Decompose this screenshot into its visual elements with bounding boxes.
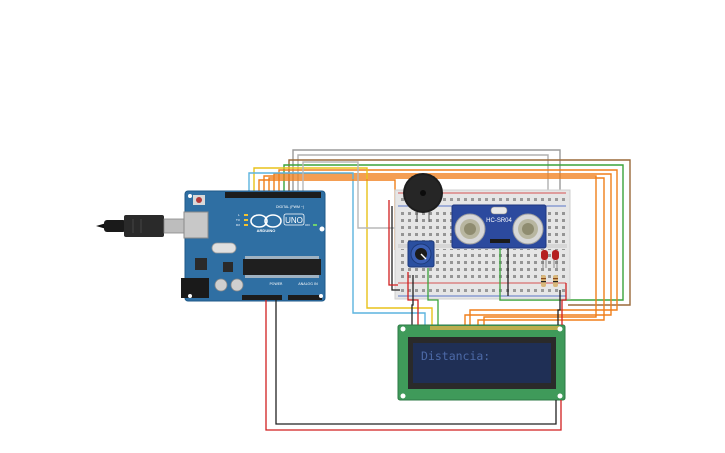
atmega-chip — [243, 259, 321, 275]
potentiometer[interactable] — [407, 240, 435, 268]
lcd-pin-header[interactable] — [430, 326, 560, 330]
usb-port — [183, 211, 209, 239]
led-red-1[interactable] — [541, 250, 548, 268]
wire-red-lcd-power[interactable] — [265, 300, 562, 431]
lcd-16x2[interactable]: Distancia: — [397, 324, 566, 401]
wire-black-bb-2[interactable] — [391, 206, 400, 291]
tx-led-label: TX — [235, 218, 240, 222]
analog-in-label: ANALOG IN — [298, 282, 318, 286]
lcd-text-line-1: Distancia: — [421, 349, 490, 363]
wire-black-bb-gnd[interactable] — [557, 290, 561, 325]
digital-pwm-label: DIGITAL (PWM ~) — [276, 205, 304, 209]
wire-brown-1[interactable] — [288, 159, 631, 306]
power-label: POWER — [270, 282, 284, 286]
wire-red-bb-2[interactable] — [388, 200, 398, 286]
wire-black-bb[interactable] — [411, 275, 414, 325]
l-led-label: L — [238, 213, 240, 217]
wire-gray-3[interactable] — [302, 161, 400, 229]
usb-cable — [96, 215, 185, 237]
wire-red-bb-power[interactable] — [561, 283, 567, 325]
lcd-screen — [413, 343, 551, 383]
arduino-model-label: UNO — [285, 216, 303, 225]
wire-bundle-top[interactable] — [248, 149, 631, 325]
wire-blue-1[interactable] — [248, 172, 426, 325]
rx-led-label: RX — [236, 223, 240, 227]
digital-header[interactable] — [225, 192, 321, 198]
arduino-uno-board[interactable]: ARDUINO UNO DIGITAL (PWM ~) L TX RX ON P… — [181, 190, 326, 302]
breadboard-wires[interactable] — [388, 200, 509, 325]
power-header[interactable] — [242, 295, 282, 300]
wire-green-bb[interactable] — [427, 268, 439, 325]
sensor-label: HC-SR04 — [486, 218, 512, 224]
resistor-2[interactable] — [553, 275, 558, 287]
led-red-2[interactable] — [552, 250, 559, 268]
piezo-buzzer[interactable] — [403, 173, 443, 222]
ultrasonic-sensor[interactable]: HC-SR04 — [451, 204, 547, 249]
arduino-logo: ARDUINO — [250, 214, 282, 233]
wire-orange-3[interactable] — [268, 177, 605, 325]
wire-black-lcd-gnd[interactable] — [275, 300, 557, 425]
resistor-1[interactable] — [541, 275, 546, 287]
analog-header[interactable] — [288, 295, 322, 300]
arduino-brand-label: ARDUINO — [257, 228, 276, 233]
on-led-label: ON — [305, 223, 310, 227]
wire-bundle-bottom[interactable] — [265, 283, 567, 431]
power-jack — [181, 278, 209, 298]
